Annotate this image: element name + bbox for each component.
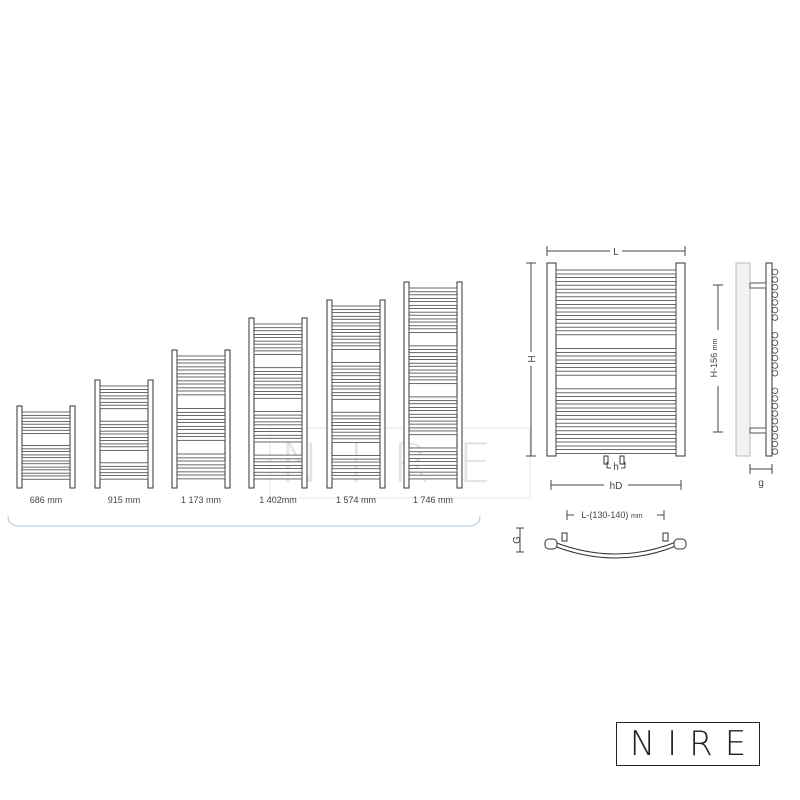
brand-logo-text: NIRE bbox=[629, 724, 759, 764]
front-h-label: h bbox=[613, 462, 619, 473]
size-variants bbox=[16, 281, 463, 489]
variants-bracket bbox=[7, 515, 481, 527]
radiator-variant bbox=[326, 299, 386, 489]
size-label-1173: 1 173 mm bbox=[181, 495, 221, 505]
side-bars bbox=[771, 268, 779, 455]
top-length-label: L-(130-140) mm bbox=[581, 510, 642, 520]
front-view: L H h hD bbox=[526, 246, 686, 492]
front-height-label: H bbox=[527, 355, 538, 362]
top-view: L-(130-140) mm G bbox=[512, 510, 687, 559]
size-label-1746: 1 746 mm bbox=[413, 495, 453, 505]
side-depth-label: g bbox=[758, 478, 764, 489]
side-view: H-156 mm g bbox=[709, 262, 779, 489]
front-left-rail bbox=[546, 262, 557, 457]
size-labels: 686 mm 915 mm 1 173 mm 1 402mm 1 574 mm … bbox=[30, 495, 453, 505]
size-label-1574: 1 574 mm bbox=[336, 495, 376, 505]
brand-logo: NIRE bbox=[616, 722, 760, 766]
front-hd-label: hD bbox=[610, 481, 623, 492]
radiator-variant bbox=[171, 349, 231, 489]
radiator-variant bbox=[94, 379, 154, 489]
size-label-915: 915 mm bbox=[108, 495, 141, 505]
top-depth-label: G bbox=[512, 536, 523, 544]
side-wall bbox=[735, 262, 751, 457]
watermark: NIRE bbox=[269, 427, 531, 499]
front-right-rail bbox=[675, 262, 686, 457]
watermark-text: NIRE bbox=[280, 432, 520, 495]
radiator-variant bbox=[16, 405, 76, 489]
size-label-686: 686 mm bbox=[30, 495, 63, 505]
size-label-1402: 1 402mm bbox=[259, 495, 297, 505]
radiator-variant bbox=[403, 281, 463, 489]
front-width-label: L bbox=[613, 247, 619, 258]
front-bars bbox=[555, 269, 677, 455]
side-height-label: H-156 mm bbox=[709, 338, 719, 377]
radiator-variant bbox=[248, 317, 308, 489]
side-rail bbox=[765, 262, 773, 457]
